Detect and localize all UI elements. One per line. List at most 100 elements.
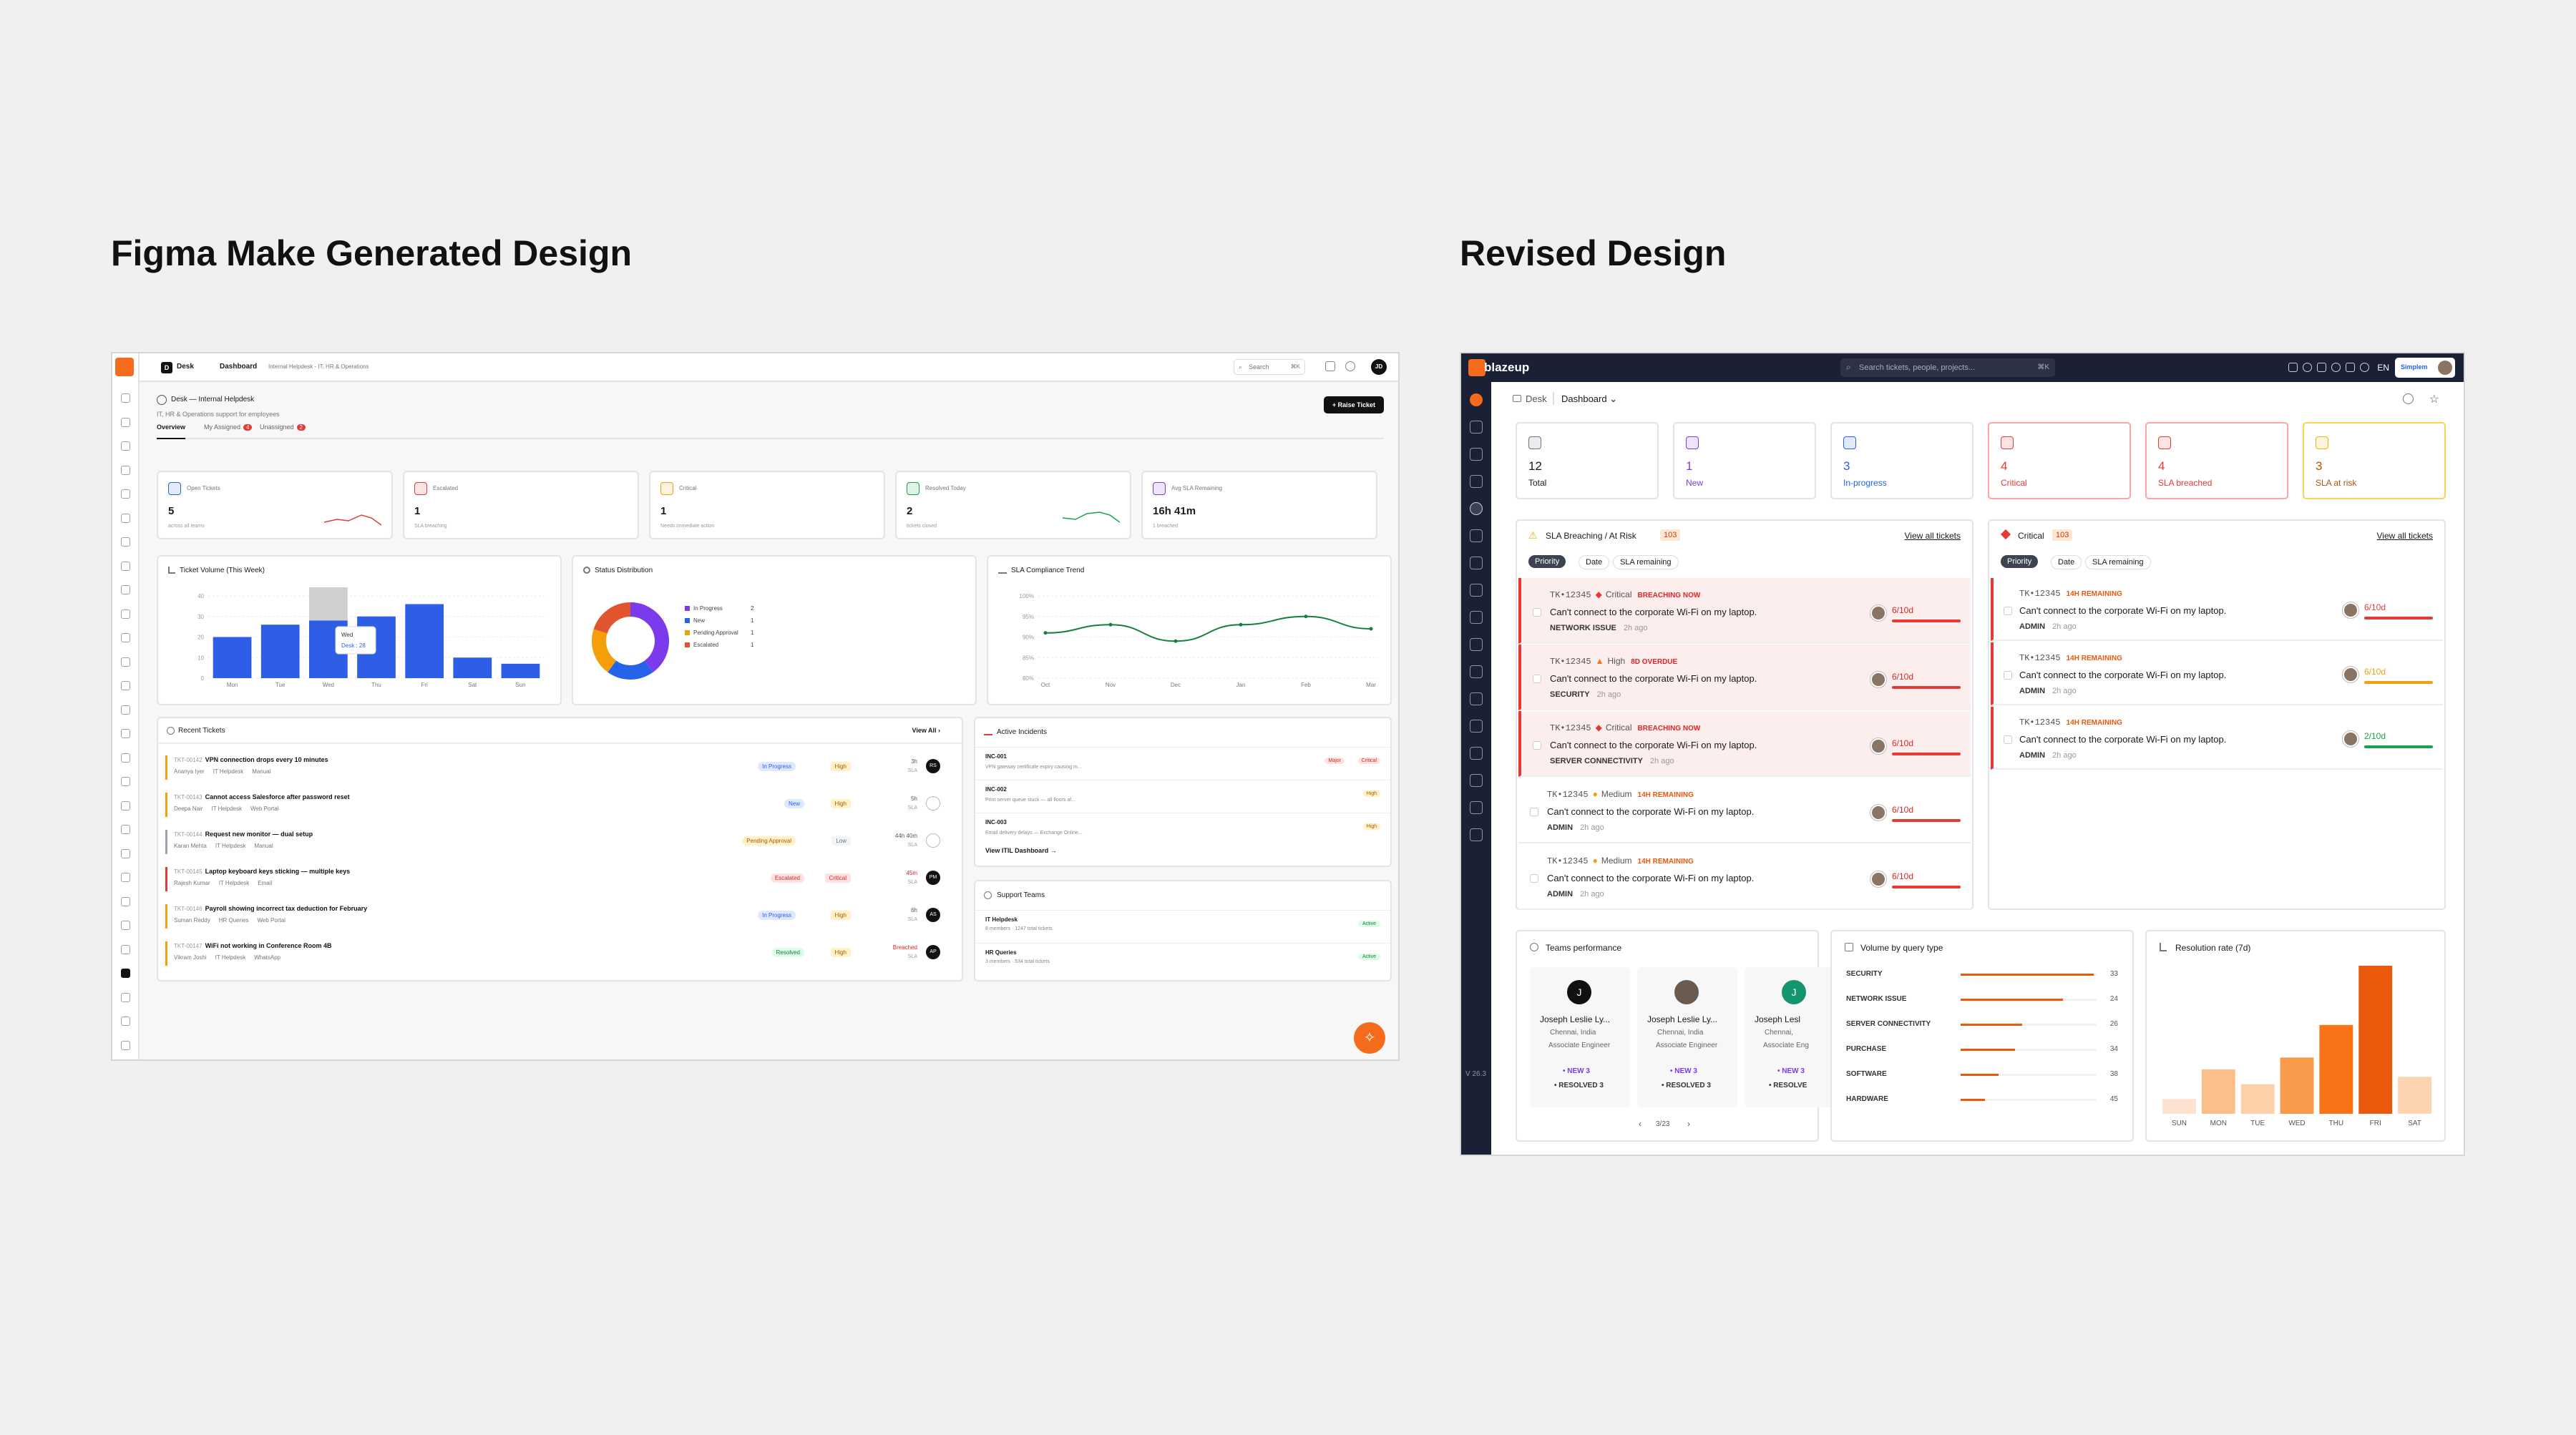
filter-priority[interactable]: Priority	[2001, 555, 2039, 568]
view-all-link[interactable]: View all tickets	[2376, 531, 2433, 541]
app-switcher[interactable]: Desk	[177, 363, 194, 371]
nav-icon[interactable]	[1470, 557, 1483, 569]
resolution-bar[interactable]	[2280, 1057, 2314, 1114]
info-icon[interactable]	[2403, 393, 2414, 404]
assignee-avatar[interactable]	[2343, 731, 2358, 747]
breadcrumb-desk[interactable]: Desk	[1526, 393, 1547, 404]
volume-bar[interactable]	[260, 625, 300, 678]
assignee-avatar[interactable]: AS	[926, 908, 940, 922]
nav-icon[interactable]	[1470, 638, 1483, 651]
dashboard-switcher[interactable]: Dashboard	[220, 363, 258, 371]
query-bar[interactable]	[1961, 974, 2094, 976]
nav-icon[interactable]	[1470, 720, 1483, 733]
row-checkbox[interactable]	[2004, 607, 2012, 615]
nav-icon[interactable]	[1470, 393, 1483, 406]
nav-icon[interactable]	[121, 561, 130, 571]
data-point[interactable]	[1108, 622, 1113, 627]
filter-date[interactable]: Date	[2051, 555, 2082, 569]
nav-icon[interactable]	[1470, 692, 1483, 705]
gear-icon[interactable]	[2360, 363, 2369, 372]
sparkle-fab-button[interactable]: ✧	[1354, 1022, 1385, 1054]
row-checkbox[interactable]	[2004, 671, 2012, 680]
volume-bar[interactable]	[453, 657, 492, 678]
nav-icon[interactable]	[121, 873, 130, 882]
nav-icon[interactable]	[121, 609, 130, 619]
resolution-bar[interactable]	[2358, 966, 2393, 1114]
query-bar[interactable]	[1961, 1049, 2015, 1051]
assignee-avatar[interactable]	[1870, 738, 1886, 754]
nav-icon[interactable]	[1470, 529, 1483, 542]
nav-icon[interactable]	[121, 944, 130, 954]
resolution-bar[interactable]	[2319, 1024, 2353, 1114]
data-point[interactable]	[1174, 639, 1178, 643]
nav-icon[interactable]	[121, 393, 130, 403]
nav-icon[interactable]	[121, 657, 130, 667]
nav-icon[interactable]	[121, 992, 130, 1002]
data-point[interactable]	[1043, 631, 1048, 635]
data-point[interactable]	[1304, 614, 1308, 619]
nav-icon[interactable]	[1470, 801, 1483, 814]
next-page-button[interactable]: ›	[1687, 1119, 1690, 1129]
nav-icon[interactable]	[121, 1040, 130, 1050]
global-search[interactable]: ⌕ Search tickets, people, projects... ⌘K	[1840, 358, 2055, 377]
nav-icon[interactable]	[121, 537, 130, 547]
calendar-icon[interactable]	[2303, 363, 2312, 372]
row-checkbox[interactable]	[1530, 874, 1538, 883]
user-avatar[interactable]	[2438, 361, 2452, 375]
nav-icon[interactable]	[1470, 611, 1483, 624]
query-bar[interactable]	[1961, 1024, 2022, 1026]
assignee-avatar[interactable]	[1870, 805, 1886, 821]
document-icon[interactable]	[2288, 363, 2298, 372]
assignee-avatar[interactable]	[2343, 667, 2358, 682]
volume-bar[interactable]	[501, 663, 540, 678]
nav-icon[interactable]	[1470, 502, 1483, 515]
user-avatar[interactable]: JD	[1371, 359, 1387, 375]
tab-overview[interactable]: Overview	[157, 423, 186, 439]
prev-page-button[interactable]: ‹	[1639, 1119, 1641, 1129]
row-checkbox[interactable]	[2004, 735, 2012, 744]
donut-slice[interactable]	[592, 629, 617, 672]
nav-icon[interactable]	[1470, 448, 1483, 461]
assignee-avatar[interactable]	[1870, 672, 1886, 687]
nav-icon[interactable]	[121, 417, 130, 427]
row-checkbox[interactable]	[1533, 741, 1541, 750]
data-point[interactable]	[1239, 622, 1243, 627]
nav-icon[interactable]	[121, 800, 130, 810]
filter-sla-remaining[interactable]: SLA remaining	[2085, 555, 2151, 569]
nav-icon[interactable]	[121, 489, 130, 499]
filter-priority[interactable]: Priority	[1528, 555, 1566, 568]
nav-icon[interactable]	[121, 465, 130, 475]
assignee-avatar[interactable]	[1870, 871, 1886, 887]
query-bar[interactable]	[1961, 1074, 1999, 1076]
assignee-avatar[interactable]: AP	[926, 945, 940, 959]
nav-icon[interactable]	[1470, 828, 1483, 841]
nav-icon[interactable]	[1470, 421, 1483, 434]
nav-icon[interactable]	[1470, 774, 1483, 787]
assignee-avatar[interactable]: PM	[926, 871, 940, 885]
nav-icon[interactable]	[121, 705, 130, 715]
nav-icon[interactable]	[121, 825, 130, 834]
donut-slice[interactable]	[608, 660, 653, 680]
data-point[interactable]	[1369, 627, 1373, 631]
